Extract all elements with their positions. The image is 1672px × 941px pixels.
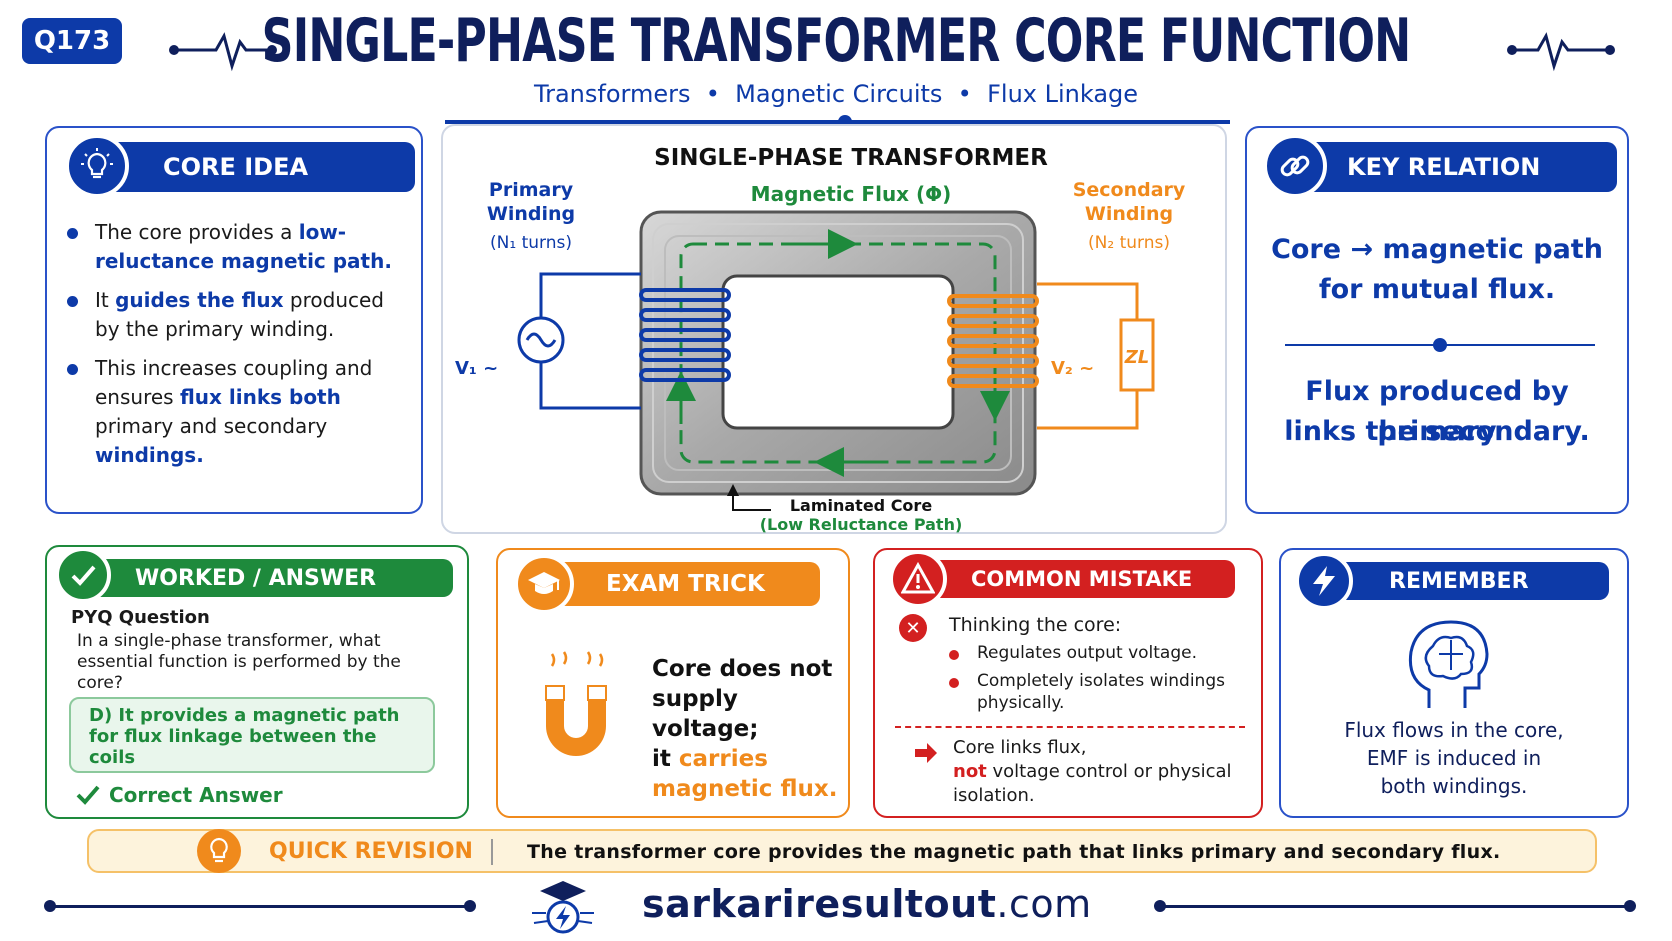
footer-line-right xyxy=(1160,905,1630,908)
secondary-label-1: Secondary xyxy=(1073,179,1186,201)
diagram-title: SINGLE-PHASE TRANSFORMER xyxy=(654,145,1048,171)
quick-revision-separator xyxy=(491,839,493,865)
list-item: It guides the flux produced by the prima… xyxy=(47,286,407,344)
answer-option: D) It provides a magnetic path for flux … xyxy=(69,697,435,773)
footer-dot xyxy=(1624,900,1636,912)
mistake-divider xyxy=(895,726,1245,728)
page-title: SINGLE-PHASE TRANSFORMER CORE FUNCTION xyxy=(261,6,1412,76)
arrow-right-icon xyxy=(915,743,937,763)
remember-text: Flux flows in the core, EMF is induced i… xyxy=(1344,718,1564,798)
worked-answer-heading: WORKED / ANSWER xyxy=(87,559,453,597)
bullet-dot xyxy=(949,650,959,660)
x-circle-icon: ✕ xyxy=(899,614,927,642)
key-relation-card: KEY RELATION Core → magnetic path for mu… xyxy=(1245,126,1629,514)
secondary-label-2: Winding xyxy=(1085,203,1173,225)
quick-revision-text: The transformer core provides the magnet… xyxy=(527,841,1501,863)
list-item: The core provides a low-reluctance magne… xyxy=(47,218,407,276)
pyq-question: In a single-phase transformer, what esse… xyxy=(77,631,401,693)
secondary-coil xyxy=(947,294,1039,388)
primary-label-1: Primary xyxy=(489,179,574,201)
correct-check-icon xyxy=(76,785,100,805)
mistake-item-1: Regulates output voltage. xyxy=(977,643,1197,663)
core-idea-card: CORE IDEA The core provides a low-reluct… xyxy=(45,126,423,514)
exam-trick-card: EXAM TRICK Core does not supply voltage;… xyxy=(496,548,850,818)
key-relation-divider-dot xyxy=(1433,338,1447,352)
graduation-cap-icon xyxy=(514,554,574,614)
mistake-fix: Core links flux, not voltage control or … xyxy=(953,737,1232,806)
lightbulb-icon xyxy=(65,134,129,198)
remember-card: REMEMBER Flux flows in the core, EMF is … xyxy=(1279,548,1629,818)
link-icon xyxy=(1263,134,1327,198)
warning-icon xyxy=(889,550,947,608)
list-item: This increases coupling and ensures flux… xyxy=(47,354,407,470)
common-mistake-heading: COMMON MISTAKE xyxy=(935,560,1235,598)
core-idea-heading: CORE IDEA xyxy=(107,142,415,192)
remember-heading: REMEMBER xyxy=(1339,562,1609,600)
lightning-icon xyxy=(1295,552,1353,610)
v2-label: V₂ ~ xyxy=(1051,358,1094,379)
transformer-diagram: SINGLE-PHASE TRANSFORMER Magnetic Flux (… xyxy=(455,145,1186,534)
exam-trick-text: Core does not supply voltage; it carries… xyxy=(652,656,838,802)
bullet-dot xyxy=(949,678,959,688)
key-relation-line-4: links the secondary. xyxy=(1284,416,1590,447)
pulse-right-icon xyxy=(1507,32,1615,72)
subtitle-topics: Transformers • Magnetic Circuits • Flux … xyxy=(533,80,1139,108)
quick-revision-label: QUICK REVISION xyxy=(269,839,473,864)
primary-turns: (N₁ turns) xyxy=(490,233,572,253)
key-relation-line-1: Core → magnetic path xyxy=(1271,234,1603,265)
flux-label: Magnetic Flux (Φ) xyxy=(751,182,952,206)
pyq-label: PYQ Question xyxy=(71,607,210,628)
head-brain-icon xyxy=(1408,620,1489,708)
core-window xyxy=(721,274,955,430)
exam-trick-heading: EXAM TRICK xyxy=(558,562,820,606)
pulse-left-icon xyxy=(169,32,277,72)
footer-line-left xyxy=(50,905,470,908)
common-mistake-card: COMMON MISTAKE ✕ Thinking the core: Regu… xyxy=(873,548,1263,818)
core-idea-list: The core provides a low-reluctance magne… xyxy=(47,218,407,480)
worked-answer-card: WORKED / ANSWER PYQ Question In a single… xyxy=(45,545,469,819)
correct-answer-label: Correct Answer xyxy=(109,783,283,807)
primary-label-2: Winding xyxy=(487,203,575,225)
subtitle-divider xyxy=(445,120,1230,124)
load-label: ZL xyxy=(1124,347,1150,368)
lightbulb-icon xyxy=(197,829,241,873)
core-label-2: (Low Reluctance Path) xyxy=(760,515,963,534)
key-relation-heading: KEY RELATION xyxy=(1309,142,1617,192)
v1-label: V₁ ~ xyxy=(455,358,498,379)
question-badge: Q173 xyxy=(22,18,122,64)
magnet-icon xyxy=(545,651,607,756)
quick-revision-bar: QUICK REVISION The transformer core prov… xyxy=(87,829,1597,873)
footer-dot xyxy=(1154,900,1166,912)
key-relation-line-3: Flux produced by primary xyxy=(1305,376,1569,447)
checkmark-icon xyxy=(55,547,111,603)
footer-dot xyxy=(44,900,56,912)
site-logo-icon xyxy=(532,881,594,934)
site-name[interactable]: sarkariresultout.com xyxy=(642,882,1092,926)
secondary-turns: (N₂ turns) xyxy=(1088,233,1170,253)
primary-coil xyxy=(639,288,731,382)
footer-dot xyxy=(464,900,476,912)
mistake-intro: Thinking the core: xyxy=(949,614,1122,636)
core-label-1: Laminated Core xyxy=(790,496,932,515)
mistake-item-2: Completely isolates windings physically. xyxy=(977,671,1225,713)
key-relation-line-2: for mutual flux. xyxy=(1318,274,1556,305)
load-impedance xyxy=(1119,318,1155,392)
